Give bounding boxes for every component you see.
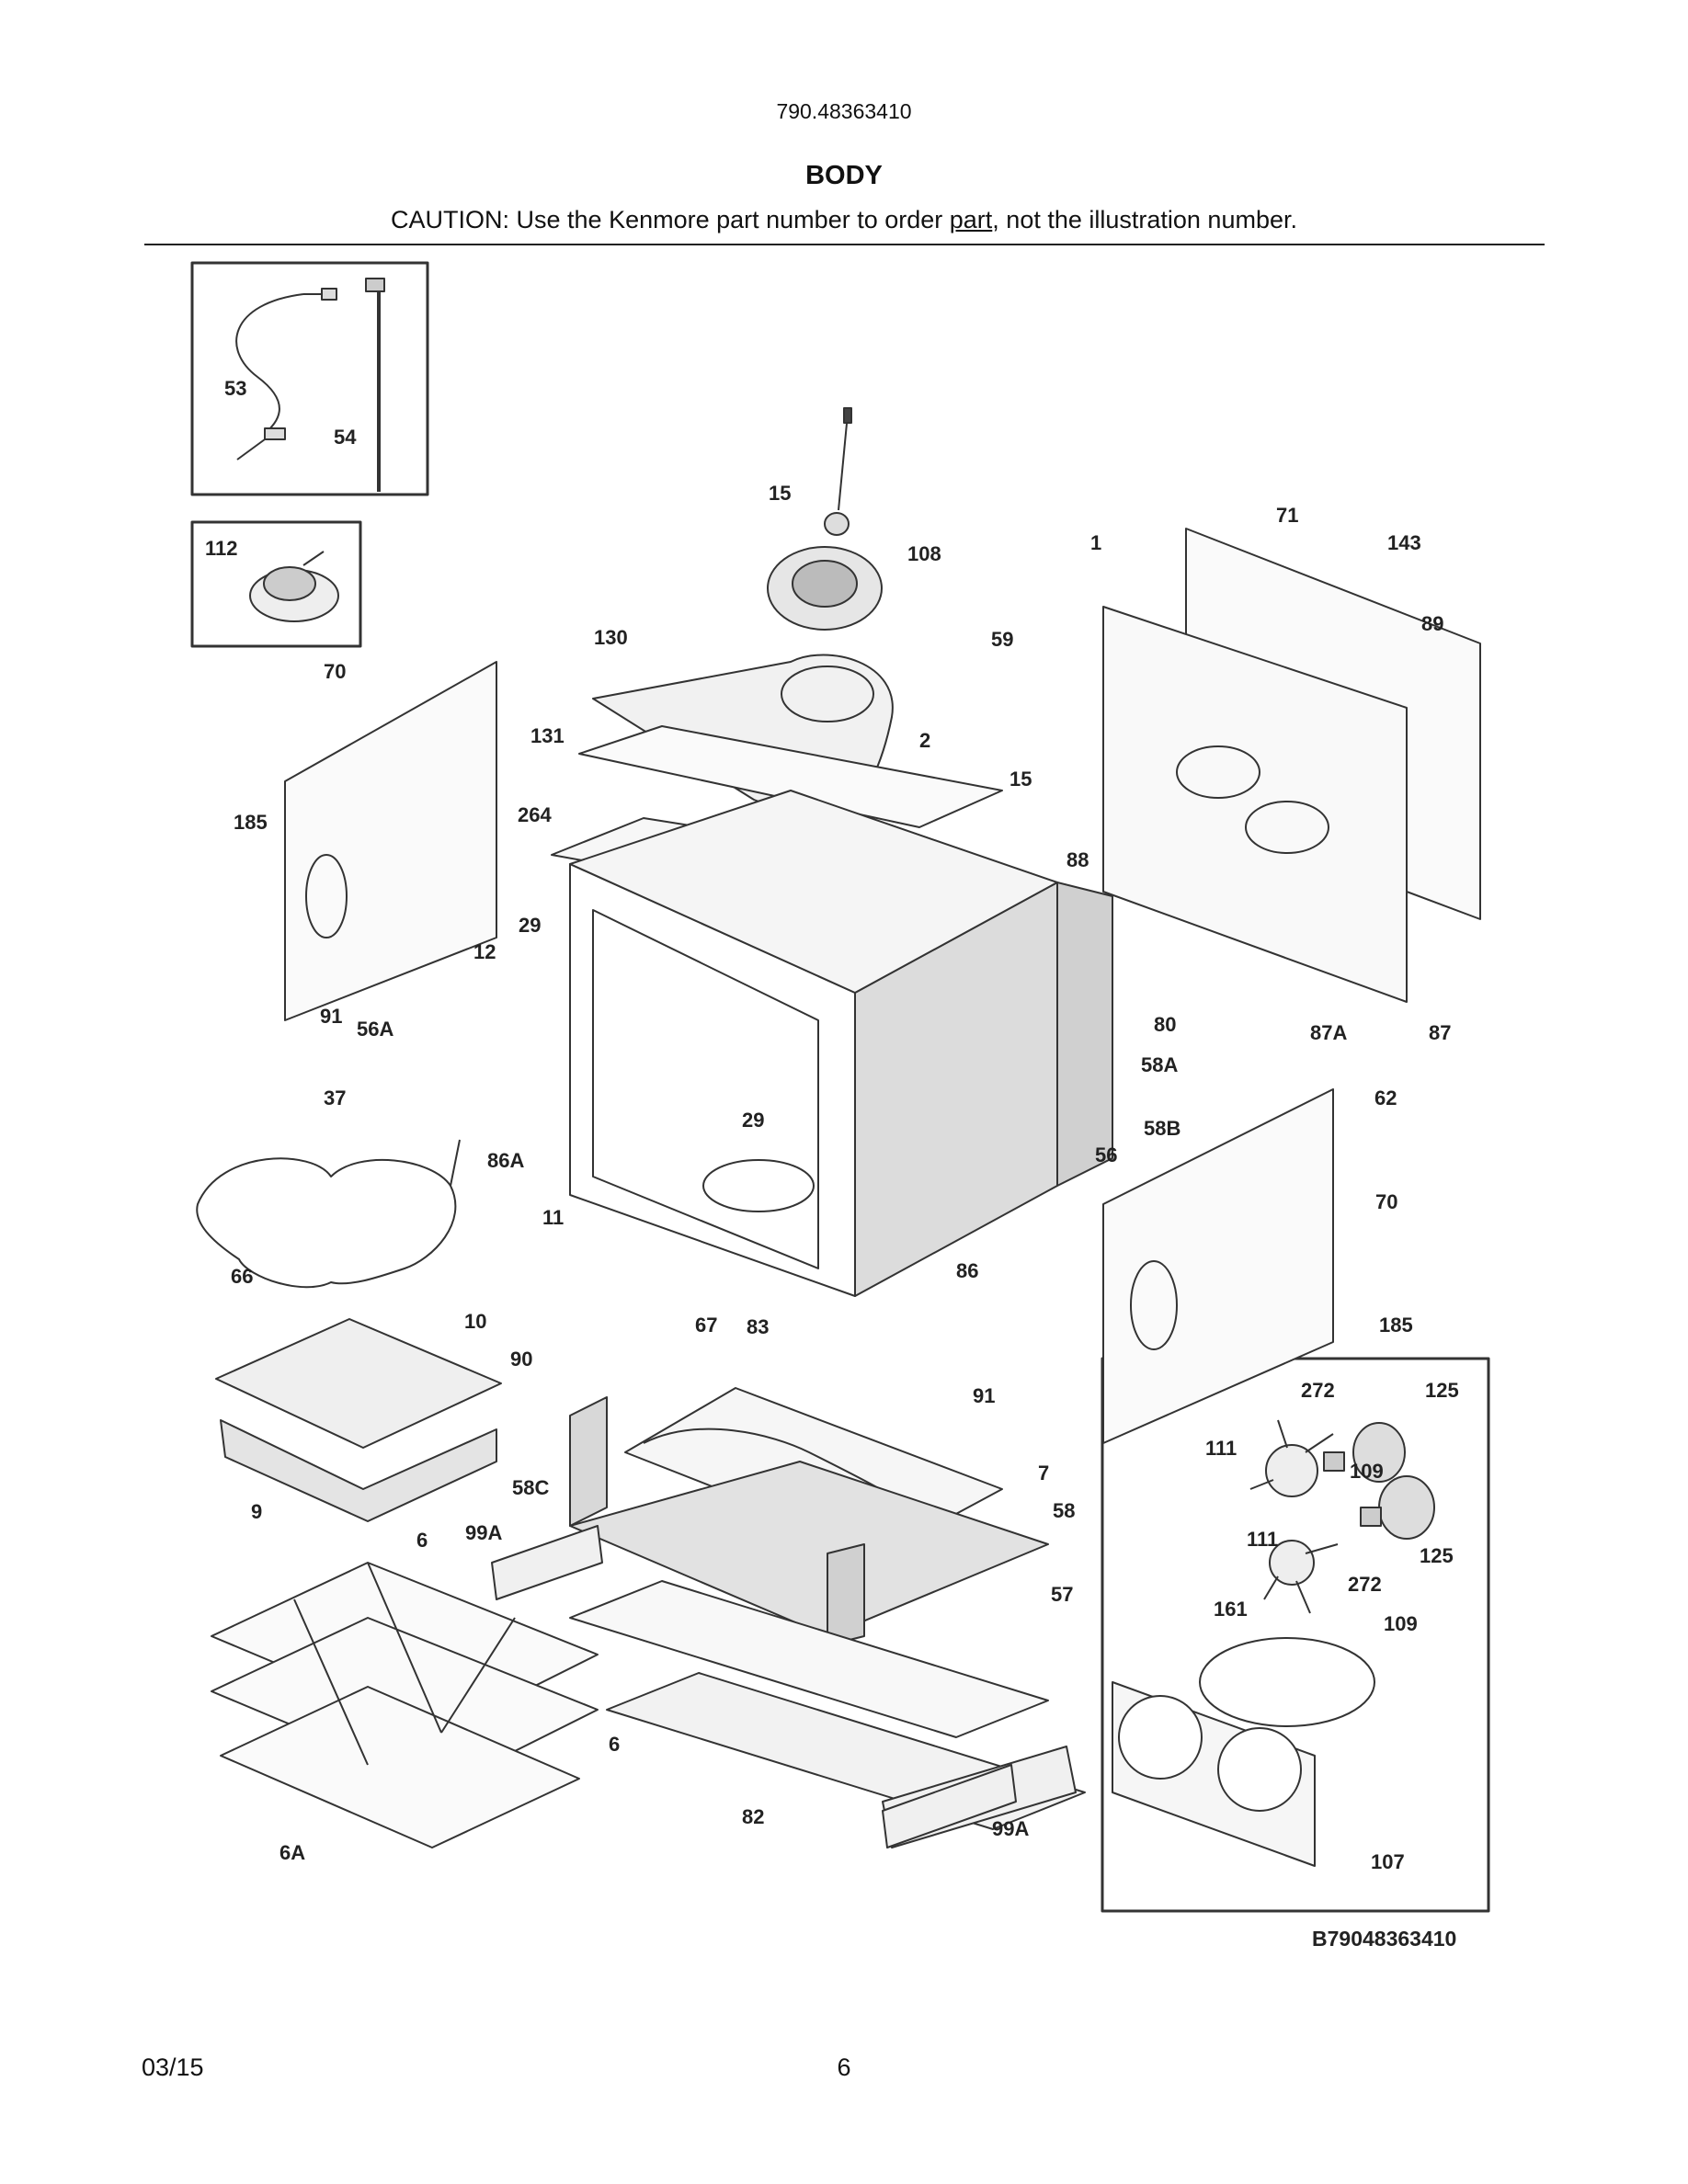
callout-label: 112 bbox=[205, 537, 238, 560]
callout-label: 111 bbox=[1205, 1437, 1237, 1460]
oven-cavity-part bbox=[569, 790, 1113, 1297]
callout-label: 89 bbox=[1421, 612, 1443, 635]
callout-label: 87A bbox=[1310, 1021, 1347, 1044]
heat-shield-part bbox=[569, 1396, 1049, 1646]
fan-housing-part bbox=[767, 546, 883, 631]
callout-label: 2 bbox=[919, 729, 930, 752]
page-number: 6 bbox=[837, 2053, 851, 2081]
callout-label: 6 bbox=[416, 1529, 428, 1552]
callout-label: 56A bbox=[357, 1018, 393, 1041]
callout-label: 54 bbox=[334, 426, 357, 449]
callout-label: 15 bbox=[769, 482, 791, 505]
callout-label: 71 bbox=[1276, 504, 1298, 527]
footer-date: 03/15 bbox=[142, 2053, 204, 2081]
bracket-part bbox=[491, 1525, 1017, 1848]
callout-label: 86 bbox=[956, 1259, 978, 1282]
back-panel-part bbox=[1102, 528, 1481, 1003]
callout-label: 59 bbox=[991, 628, 1013, 651]
callout-label: 87 bbox=[1429, 1021, 1451, 1044]
header-rule bbox=[144, 244, 1545, 245]
callout-label: 272 bbox=[1348, 1573, 1382, 1596]
callout-label: 1 bbox=[1090, 531, 1101, 554]
callout-label: 83 bbox=[747, 1315, 769, 1338]
broil-element-part bbox=[196, 1139, 461, 1289]
callout-label: 62 bbox=[1374, 1086, 1397, 1109]
callout-label: 29 bbox=[519, 914, 541, 937]
callout-label: 58A bbox=[1141, 1053, 1178, 1076]
fan-cover-part bbox=[1112, 1637, 1375, 1867]
thermostat-part bbox=[249, 551, 339, 622]
inset-box-thermostat bbox=[190, 520, 362, 648]
callout-label: 130 bbox=[594, 626, 628, 649]
callout-label: 99A bbox=[992, 1817, 1029, 1840]
callout-label: 185 bbox=[234, 811, 268, 834]
callout-label: 29 bbox=[742, 1109, 764, 1132]
callout-label: 82 bbox=[742, 1805, 764, 1828]
callout-label: 56 bbox=[1095, 1143, 1117, 1166]
callout-label: 6 bbox=[609, 1733, 620, 1756]
callout-label: 67 bbox=[695, 1314, 717, 1337]
broiler-pan-part bbox=[215, 1318, 502, 1522]
callout-label: 125 bbox=[1420, 1544, 1454, 1567]
callout-label: 91 bbox=[973, 1384, 995, 1407]
callout-label: 272 bbox=[1301, 1379, 1335, 1402]
callout-label: 7 bbox=[1038, 1462, 1049, 1484]
callout-label: 143 bbox=[1387, 531, 1421, 554]
callout-label: 10 bbox=[464, 1310, 486, 1333]
section-title: BODY bbox=[805, 161, 883, 190]
callout-label: 91 bbox=[320, 1005, 342, 1028]
callout-label: 6A bbox=[279, 1841, 305, 1864]
callout-label: 111 bbox=[1247, 1528, 1278, 1551]
meat-probe-part bbox=[235, 278, 385, 492]
side-panel-right-part bbox=[1102, 1088, 1334, 1444]
callout-labels: 53 54 112 15 108 1 71 143 89 130 59 70 1… bbox=[205, 377, 1459, 1873]
callout-label: 37 bbox=[324, 1086, 346, 1109]
convection-fan-assembly-part bbox=[1249, 1419, 1435, 1614]
callout-label: 58C bbox=[512, 1476, 549, 1499]
caution-note: CAUTION: Use the Kenmore part number to … bbox=[0, 206, 1688, 234]
callout-label: 109 bbox=[1350, 1460, 1384, 1483]
caution-text-start: CAUTION: Use the Kenmore part number to … bbox=[391, 206, 950, 233]
callout-label: 125 bbox=[1425, 1379, 1459, 1402]
oven-racks-part bbox=[211, 1562, 599, 1848]
inset-box-probe bbox=[190, 261, 429, 496]
callout-label: 109 bbox=[1384, 1612, 1418, 1635]
callout-label: 264 bbox=[518, 803, 552, 826]
diagram-code: B79048363410 bbox=[1312, 1927, 1456, 1951]
callout-label: 12 bbox=[473, 940, 496, 963]
callout-label: 108 bbox=[907, 542, 941, 565]
callout-label: 107 bbox=[1371, 1850, 1405, 1873]
callout-label: 99A bbox=[465, 1521, 502, 1544]
callout-label: 57 bbox=[1051, 1583, 1073, 1606]
callout-label: 70 bbox=[1375, 1190, 1397, 1213]
temperature-sensor-top bbox=[824, 407, 852, 536]
caution-text-end: , not the illustration number. bbox=[992, 206, 1297, 233]
callout-label: 88 bbox=[1066, 848, 1089, 871]
callout-label: 80 bbox=[1154, 1013, 1176, 1036]
callout-label: 58 bbox=[1053, 1499, 1075, 1522]
side-panel-left-part bbox=[284, 661, 497, 1021]
callout-label: 161 bbox=[1214, 1598, 1248, 1621]
callout-label: 15 bbox=[1009, 768, 1032, 791]
callout-label: 53 bbox=[224, 377, 246, 400]
callout-label: 11 bbox=[542, 1206, 564, 1229]
model-number: 790.48363410 bbox=[776, 99, 912, 123]
callout-label: 70 bbox=[324, 660, 346, 683]
callout-label: 66 bbox=[231, 1265, 253, 1288]
caution-link-text: part bbox=[949, 206, 993, 233]
callout-label: 90 bbox=[510, 1348, 532, 1371]
callout-label: 9 bbox=[251, 1500, 262, 1523]
callout-label: 131 bbox=[530, 724, 565, 747]
callout-label: 86A bbox=[487, 1149, 524, 1172]
callout-label: 185 bbox=[1379, 1314, 1413, 1337]
callout-label: 58B bbox=[1144, 1117, 1180, 1140]
